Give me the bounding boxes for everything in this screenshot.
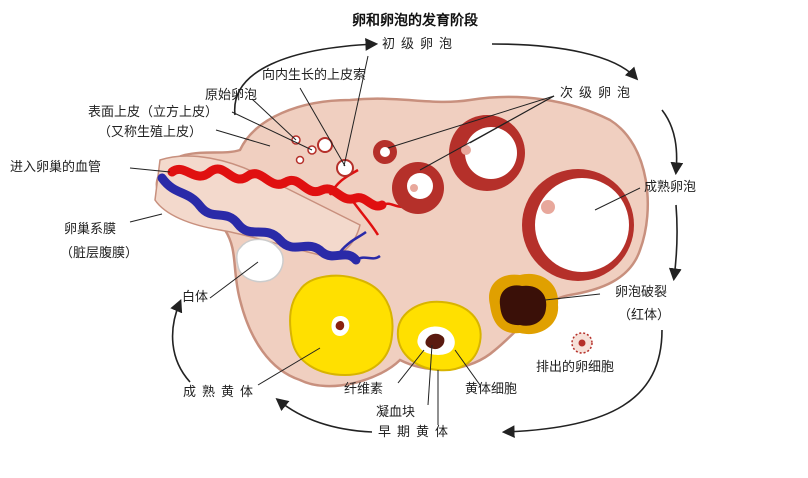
ruptured-follicle (489, 274, 558, 334)
mature-follicle (522, 169, 634, 281)
secondary-follicle-small (373, 140, 397, 164)
mature-corpus-luteum (290, 276, 392, 375)
label-lutein-cells: 黄体细胞 (465, 382, 517, 398)
cycle-arrow-bottom-mid (278, 400, 372, 432)
secondary-follicle-large (449, 115, 525, 191)
early-corpus-luteum (398, 302, 481, 371)
label-early-corpus-luteum: 早期黄体 (378, 425, 454, 441)
label-mesovarium-2: （脏层腹膜） (60, 246, 138, 262)
primordial-follicle-3 (297, 157, 304, 164)
label-surface-epithelium-1: 表面上皮（立方上皮） (88, 105, 218, 121)
ovulated-oocyte (572, 333, 592, 353)
label-secondary-follicle: 次级卵泡 (560, 86, 636, 102)
label-mature-follicle: 成熟卵泡 (644, 180, 696, 196)
label-mature-corpus-luteum: 成熟黄体 (183, 385, 259, 401)
label-ovulated-oocyte: 排出的卵细胞 (536, 360, 614, 376)
corpus-albicans (237, 239, 283, 281)
label-surface-epithelium-2: （又称生殖上皮） (98, 125, 202, 141)
label-corpus-albicans: 白体 (182, 290, 208, 306)
cycle-arrow-bottom-left (173, 302, 190, 382)
label-ruptured-follicle-2: （红体） (618, 308, 670, 324)
label-fibrin: 纤维素 (344, 382, 383, 398)
cycle-arrow-right-2 (674, 205, 677, 278)
label-blood-vessels: 进入卵巢的血管 (10, 160, 101, 176)
diagram-title: 卵和卵泡的发育阶段 (352, 10, 478, 30)
cycle-arrow-right-1 (662, 110, 677, 172)
label-primary-follicle: 初级卵泡 (382, 37, 458, 53)
label-ruptured-follicle-1: 卵泡破裂 (615, 285, 667, 301)
label-primordial-follicle: 原始卵泡 (205, 88, 257, 104)
secondary-follicle-medium (392, 162, 444, 214)
label-inward-cords: 向内生长的上皮索 (262, 68, 366, 84)
label-blood-clot: 凝血块 (376, 405, 415, 421)
label-mesovarium-1: 卵巢系膜 (64, 222, 116, 238)
cycle-arrow-top-right (492, 44, 636, 78)
